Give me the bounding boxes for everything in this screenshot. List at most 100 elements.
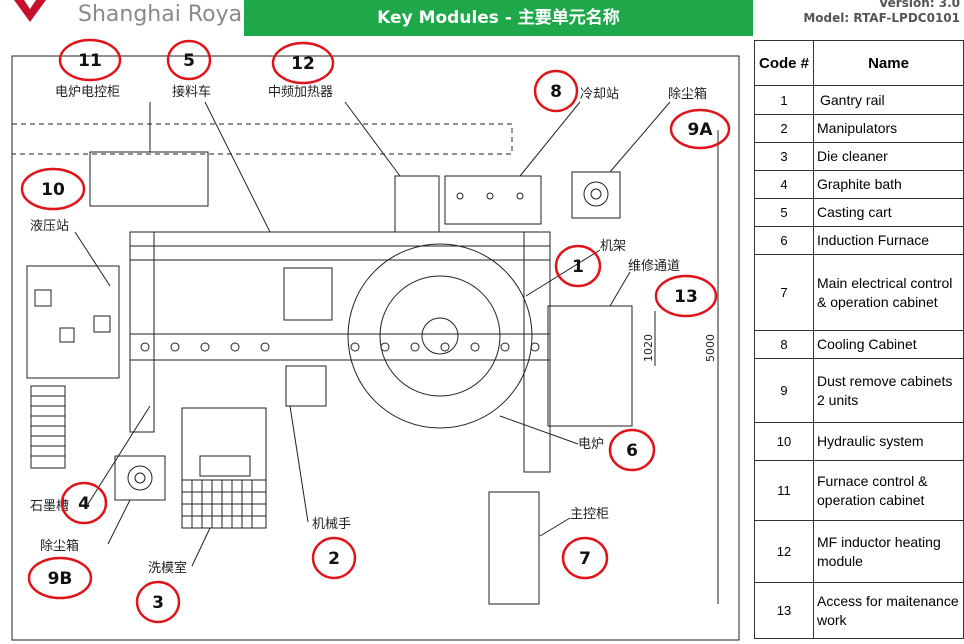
callout-ring-10 bbox=[20, 167, 86, 211]
version-label: Version: 3.0 bbox=[879, 0, 960, 10]
label-furnace: 电炉 bbox=[578, 437, 604, 452]
frame-left-post bbox=[129, 231, 155, 433]
callout-ring-1 bbox=[554, 244, 602, 288]
gantry-rail-bolts bbox=[140, 342, 540, 352]
callout-ring-3 bbox=[135, 580, 181, 624]
row-code: 2 bbox=[754, 114, 814, 143]
callout-ring-9a bbox=[669, 108, 731, 150]
callout-1: 1 bbox=[572, 257, 584, 277]
page-title-banner: Key Modules - 主要单元名称 bbox=[244, 0, 753, 36]
row-name: Furnace control & operation cabinet bbox=[813, 460, 964, 521]
manipulator-head bbox=[283, 267, 333, 321]
row-name: MF inductor heating module bbox=[813, 520, 964, 583]
callout-ring-12 bbox=[271, 41, 335, 85]
callout-ring-4 bbox=[60, 481, 108, 525]
callout-3: 3 bbox=[152, 593, 164, 613]
row-code: 12 bbox=[754, 520, 814, 583]
row-code: 9 bbox=[754, 358, 814, 423]
label-die-wash-room: 洗模室 bbox=[148, 560, 187, 576]
label-graphite-tank: 石墨槽 bbox=[30, 499, 69, 514]
label-hydraulic-station: 液压站 bbox=[30, 219, 69, 234]
row-code: 7 bbox=[754, 254, 814, 331]
callout-ring-9b bbox=[27, 556, 93, 600]
row-name: Manipulators bbox=[813, 114, 964, 143]
label-main-cabinet: 主控柜 bbox=[570, 507, 609, 522]
row-name: Cooling Cabinet bbox=[813, 330, 964, 359]
callout-ring-2 bbox=[311, 536, 357, 580]
row-code: 1 bbox=[754, 85, 814, 115]
callout-5: 5 bbox=[183, 51, 195, 71]
die-cleaner-grid bbox=[181, 479, 267, 529]
callout-ring-7 bbox=[561, 536, 609, 580]
column-header-name: Name bbox=[813, 40, 964, 86]
label-casting-cart: 接料车 bbox=[172, 84, 211, 100]
label-furnace-cabinet: 电炉电控柜 bbox=[55, 85, 120, 100]
callout-ring-5 bbox=[166, 39, 212, 81]
callout-9a: 9A bbox=[688, 120, 714, 140]
main-control-cabinet bbox=[488, 491, 540, 605]
callout-ring-6 bbox=[608, 428, 656, 472]
label-frame: 机架 bbox=[600, 239, 626, 254]
frame-top-rail bbox=[129, 231, 551, 247]
label-dust-box-bottom: 除尘箱 bbox=[40, 538, 79, 554]
dashed-guide-top bbox=[11, 123, 513, 155]
furnace-control-cabinet bbox=[89, 151, 209, 207]
callout-2: 2 bbox=[328, 549, 340, 569]
callout-ring-13 bbox=[654, 274, 718, 318]
row-name: Die cleaner bbox=[813, 142, 964, 171]
dust-box-top bbox=[571, 171, 621, 219]
callout-10: 10 bbox=[41, 180, 65, 200]
row-name: Dust remove cabinets 2 units bbox=[813, 358, 964, 423]
dimension-1020: 1020 bbox=[642, 334, 655, 362]
row-code: 11 bbox=[754, 460, 814, 521]
model-label: Model: RTAF-LPDC0101 bbox=[803, 11, 960, 25]
callout-4: 4 bbox=[78, 494, 90, 514]
company-name: Shanghai Roya bbox=[78, 2, 243, 27]
callout-ring-11 bbox=[58, 38, 122, 82]
dust-box-bottom bbox=[114, 455, 166, 501]
label-dust-box-top: 除尘箱 bbox=[668, 86, 707, 102]
column-header-code: Code # bbox=[754, 40, 814, 86]
row-code: 4 bbox=[754, 170, 814, 199]
mf-heater-box bbox=[394, 175, 440, 233]
row-code: 8 bbox=[754, 330, 814, 359]
row-code: 13 bbox=[754, 582, 814, 639]
company-logo-icon bbox=[14, 0, 46, 22]
row-name: Induction Furnace bbox=[813, 226, 964, 255]
label-maintenance-passage: 维修通道 bbox=[628, 259, 680, 274]
layout-diagram: 电炉电控柜 接料车 中频加热器 冷却站 除尘箱 液压站 机架 维修通道 电炉 石… bbox=[11, 38, 740, 641]
row-code: 3 bbox=[754, 142, 814, 171]
callout-11: 11 bbox=[78, 51, 102, 71]
top-bar: Shanghai Roya Key Modules - 主要单元名称 Versi… bbox=[0, 0, 964, 40]
label-cooling-station: 冷却站 bbox=[580, 87, 619, 102]
frame-top-rail-inner bbox=[129, 245, 551, 261]
row-name: Main electrical control & operation cabi… bbox=[813, 254, 964, 331]
cooling-cabinet bbox=[444, 175, 542, 225]
callout-6: 6 bbox=[626, 441, 638, 461]
callout-ring-8 bbox=[533, 69, 579, 113]
hydraulic-station bbox=[26, 265, 120, 379]
row-name: Graphite bath bbox=[813, 170, 964, 199]
row-name: Access for maitenance work bbox=[813, 582, 964, 639]
maintenance-access-area bbox=[547, 305, 633, 427]
row-code: 5 bbox=[754, 198, 814, 227]
row-name: Casting cart bbox=[813, 198, 964, 227]
frame-right-post bbox=[523, 231, 551, 473]
die-cleaner bbox=[181, 407, 267, 529]
row-code: 10 bbox=[754, 422, 814, 461]
row-name: Gantry rail bbox=[813, 85, 964, 115]
callout-9b: 9B bbox=[48, 569, 73, 589]
dimension-5000: 5000 bbox=[704, 334, 717, 362]
